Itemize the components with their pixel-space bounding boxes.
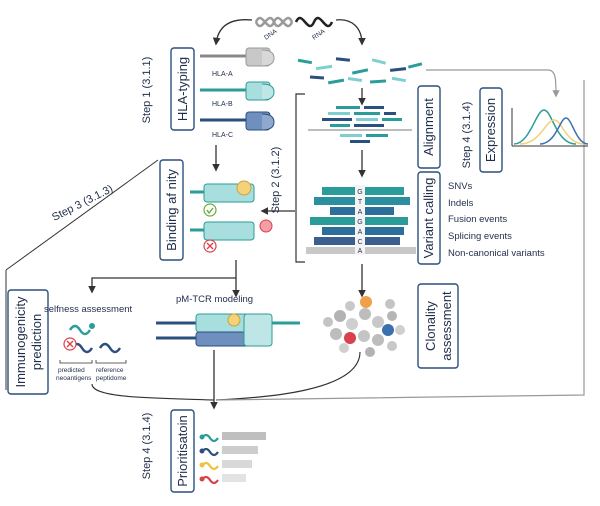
predicted-line1: predicted [58, 367, 85, 374]
alignment-box [417, 85, 441, 169]
base-2: A [358, 209, 363, 216]
variant-calling-box [417, 171, 441, 265]
immunogenicity-label-line2: prediction [29, 314, 44, 370]
base-1: T [358, 199, 363, 206]
expression-curves-icon [511, 108, 589, 147]
reads-to-expression-arrow [426, 69, 560, 98]
dna-label: DNA [263, 28, 279, 42]
reference-peptide-icon [98, 342, 122, 354]
variant-calling-label: Variant calling [421, 178, 436, 259]
step3-label: Step 3 (3.1.3) [50, 183, 115, 224]
rna-to-reads-arrow [335, 19, 366, 46]
hla-b-molecule-icon [200, 81, 275, 101]
expression-box [479, 87, 503, 173]
tumor-cells-icon [323, 296, 405, 357]
hla-allele-a: HLA-A [212, 71, 233, 78]
base-4: A [358, 229, 363, 236]
dna-to-hla-arrow [212, 19, 253, 46]
binding-good-molecule-icon [190, 180, 255, 217]
binding-affinity-box [159, 159, 184, 261]
binding-bad-molecule-icon [190, 219, 273, 253]
step1-label: Step 1 (3.1.1) [141, 57, 153, 124]
pmtcr-complex-icon [156, 313, 300, 347]
reference-line1: reference [96, 367, 124, 374]
prioritisation-box [170, 409, 195, 493]
base-5: C [357, 239, 362, 246]
ranked-peptides-icon [199, 432, 266, 485]
base-0: G [357, 189, 362, 196]
base-3: G [357, 219, 362, 226]
alignment-label: Alignment [421, 98, 436, 156]
clonality-box [417, 283, 459, 369]
step2-label: Step 2 (3.1.2) [270, 147, 282, 214]
step4-expr-label: Step 4 (3.1.4) [461, 102, 473, 169]
prioritisation-label: Prioritisatoin [175, 415, 190, 487]
expression-label: Expression [483, 98, 498, 162]
variant-type-noncanonical: Non-canonical variants [448, 248, 545, 259]
variant-type-splicing: Splicing events [448, 231, 512, 242]
rna-helix-icon [294, 16, 334, 28]
alignment-reads-icon [308, 106, 412, 143]
hla-typing-label: HLA-typing [175, 57, 190, 121]
variant-type-indels: Indels [448, 198, 474, 209]
variant-type-snvs: SNVs [448, 181, 473, 192]
hla-a-molecule-icon [200, 47, 275, 67]
hla-typing-box [170, 47, 195, 131]
binding-affinity-label: Binding af nity [164, 169, 179, 251]
base-6: A [358, 248, 363, 255]
immunogenicity-label-line1: Immunogenicity [13, 296, 28, 388]
clonality-label-line2: assessment [439, 291, 454, 361]
pmtcr-title: pM-TCR modeling [176, 294, 253, 305]
rna-label: RNA [311, 28, 327, 42]
hla-c-molecule-icon [200, 111, 275, 131]
clonality-label-line1: Clonality [423, 301, 438, 351]
predicted-line2: neoantigens [56, 375, 92, 382]
binding-to-selfness-arrow [88, 260, 237, 294]
dna-helix-icon [254, 16, 294, 28]
variant-type-fusion: Fusion events [448, 214, 507, 225]
sequencing-reads-icon [297, 57, 423, 85]
reference-line2: peptidome [96, 375, 127, 382]
peptide-icon [68, 324, 92, 336]
step4-prio-label: Step 4 (3.1.4) [141, 413, 153, 480]
hla-allele-b: HLA-B [212, 101, 233, 108]
variant-pileup-icon [306, 185, 416, 255]
immunogenicity-box [7, 289, 49, 395]
hla-allele-c: HLA-C [212, 132, 233, 139]
selfness-title: selfness assessment [44, 304, 133, 315]
